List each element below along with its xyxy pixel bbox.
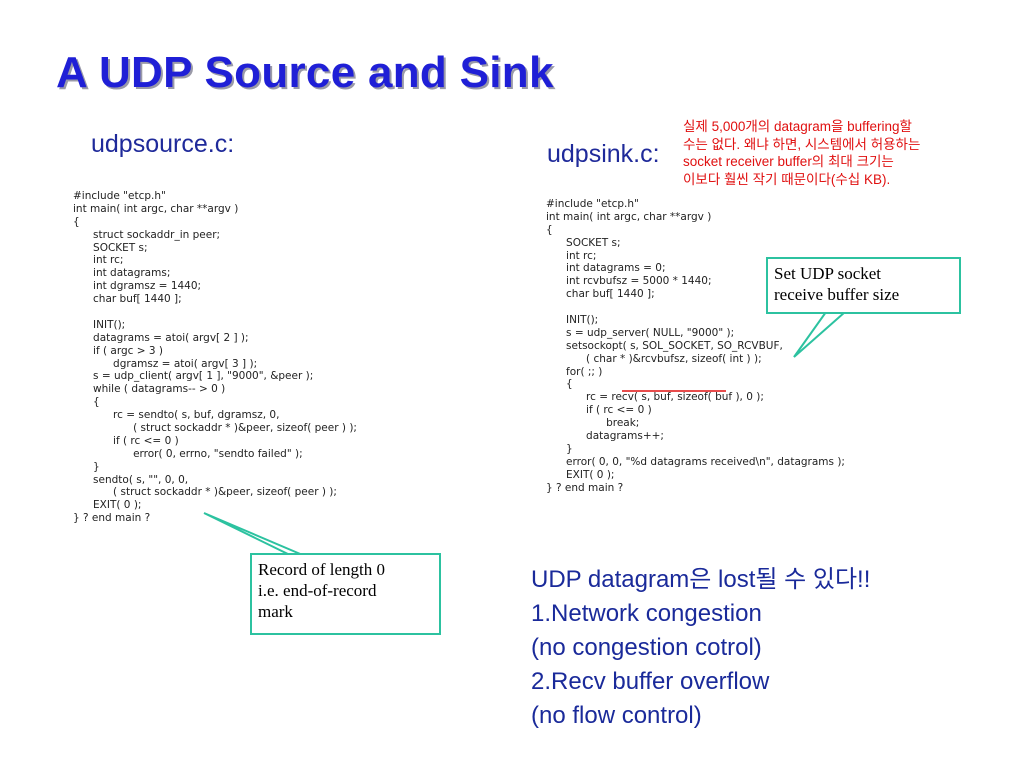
code-line: } [73,460,100,473]
source-file-label: udpsource.c: [91,130,235,158]
code-line: error( 0, errno, "sendto failed" ); [73,447,303,460]
summary-line: 2.Recv buffer overflow [531,668,770,695]
callout-line: receive buffer size [774,285,900,304]
summary-line: (no congestion cotrol) [531,634,762,661]
code-line: s = udp_server( NULL, "9000" ); [546,326,735,339]
sink-file-label: udpsink.c: [547,140,660,168]
code-line: int dgramsz = 1440; [73,280,202,293]
callout-line: mark [258,602,293,621]
code-line: { [546,223,553,236]
code-line: setsockopt( s, SOL_SOCKET, SO_RCVBUF, [546,339,783,352]
buffer-note-line: socket receiver buffer의 최대 크기는 [683,154,894,169]
code-line: ( struct sockaddr * )&peer, sizeof( peer… [73,422,357,435]
code-line: int rc; [73,254,124,267]
code-line: rc = sendto( s, buf, dgramsz, 0, [73,409,280,422]
code-line: s = udp_client( argv[ 1 ], "9000", &peer… [73,370,314,383]
code-line: { [73,215,80,228]
code-line: rc = recv( s, buf, sizeof( buf ), 0 ); [546,391,764,404]
callout-line: Set UDP socket [774,264,882,283]
end-of-record-callout: Record of length 0 i.e. end-of-record ma… [250,553,441,635]
code-line: INIT(); [73,318,126,331]
summary-line: UDP datagram은 lost될 수 있다!! [531,566,871,593]
buffer-note-line: 이보다 훨씬 작기 때문이다(수십 KB). [683,171,891,187]
code-line: int main( int argc, char **argv ) [73,202,239,215]
code-line: char buf[ 1440 ]; [73,293,182,306]
code-line: sendto( s, "", 0, 0, [73,473,189,486]
callout-line: Record of length 0 [258,560,385,579]
code-line: int rcvbufsz = 5000 * 1440; [546,275,712,288]
slide-title: A UDP Source and Sink [56,48,554,97]
code-line: error( 0, 0, "%d datagrams received\n", … [546,455,845,468]
code-line: } [546,442,573,455]
source-code-listing: #include "etcp.h"int main( int argc, cha… [73,190,357,525]
code-line: EXIT( 0 ); [73,499,142,512]
rcvbuf-callout: Set UDP socket receive buffer size [766,257,961,314]
code-line: char buf[ 1440 ]; [546,288,655,301]
buffer-note-line: 수는 없다. 왜냐 하면, 시스템에서 허용하는 [683,136,921,152]
code-line: SOCKET s; [73,241,148,254]
code-line: while ( datagrams-- > 0 ) [73,383,226,396]
source-callout-pointer [203,512,306,557]
code-line: #include "etcp.h" [73,190,166,202]
callout-line: i.e. end-of-record [258,581,377,600]
code-line: int datagrams = 0; [546,262,666,275]
code-line: ( struct sockaddr * )&peer, sizeof( peer… [73,486,337,499]
summary-line: 1.Network congestion [531,600,762,627]
sink-code-listing: #include "etcp.h"int main( int argc, cha… [546,198,845,494]
code-line: if ( argc > 3 ) [73,344,164,357]
loss-summary: UDP datagram은 lost될 수 있다!! 1.Network con… [531,563,870,733]
buffer-note: 실제 5,000개의 datagram을 buffering할 수는 없다. 왜… [683,118,920,188]
code-line: } ? end main ? [546,481,624,494]
code-line: { [546,378,573,391]
code-line: } ? end main ? [73,512,151,525]
code-line: struct sockaddr_in peer; [73,228,221,241]
code-line: int datagrams; [73,267,171,280]
code-line: if ( rc <= 0 ) [73,434,179,447]
buffer-note-line: 실제 5,000개의 datagram을 buffering할 [683,119,912,134]
code-line: int rc; [546,249,597,262]
code-line: int main( int argc, char **argv ) [546,210,712,223]
code-line: { [73,396,100,409]
code-line: if ( rc <= 0 ) [546,404,652,417]
code-line: datagrams = atoi( argv[ 2 ] ); [73,331,249,344]
code-line: INIT(); [546,314,599,327]
sink-callout-pointer [793,311,848,358]
code-line: EXIT( 0 ); [546,468,615,481]
code-line: #include "etcp.h" [546,198,639,210]
code-line: datagrams++; [546,430,664,443]
code-line: SOCKET s; [546,236,621,249]
code-line: dgramsz = atoi( argv[ 3 ] ); [73,357,258,370]
code-line: break; [546,417,640,430]
code-line: for( ;; ) [546,365,603,378]
code-line: ( char * )&rcvbufsz, sizeof( int ) ); [546,352,762,365]
summary-line: (no flow control) [531,702,702,729]
